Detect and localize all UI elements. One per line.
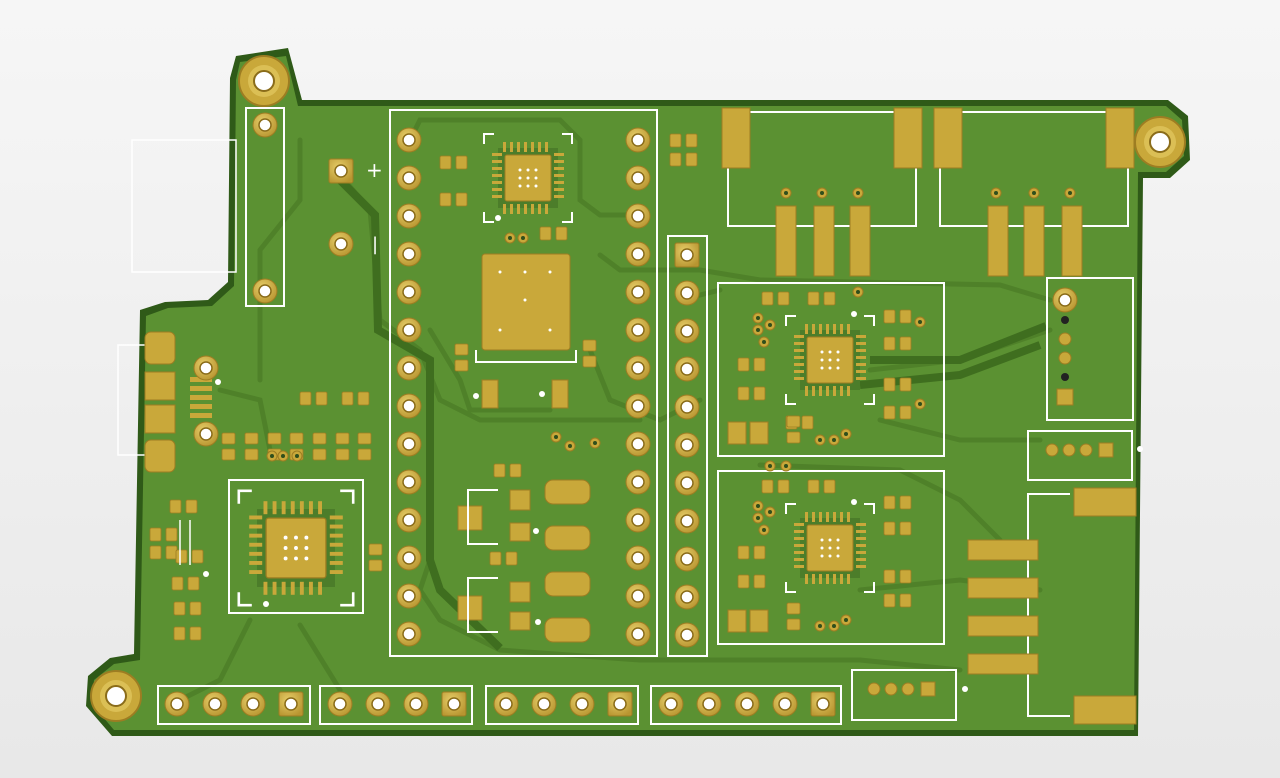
driver-block-2	[717, 460, 945, 645]
passive-components	[149, 391, 372, 641]
module-shield-pad	[475, 253, 577, 363]
side-connector	[967, 487, 1137, 725]
tactile-switch-1	[721, 107, 923, 277]
micro-usb-connector	[117, 331, 221, 473]
main-mcu	[228, 479, 383, 614]
bottom-header-3	[485, 685, 639, 725]
mcu-module	[389, 109, 658, 657]
pin-header-vertical	[667, 235, 708, 657]
plus-label: +	[366, 158, 383, 182]
jst-connector-4pin-bottom	[851, 669, 968, 721]
bottom-header-4	[650, 685, 842, 725]
power-terminal: + |	[328, 158, 383, 257]
mounting-hole-bottom-left	[90, 670, 142, 722]
module-diodes	[544, 479, 591, 643]
bottom-header-2	[319, 685, 473, 725]
driver-block-1	[717, 282, 945, 457]
minus-label: |	[372, 234, 378, 255]
mounting-hole-top-left	[238, 55, 290, 107]
bottom-header-1	[157, 685, 311, 725]
tactile-switch-2	[933, 107, 1135, 277]
jst-connector-4pin-right	[1027, 430, 1143, 481]
usb-connector	[131, 107, 285, 307]
mounting-hole-top-right	[1134, 116, 1186, 168]
jst-connector-vertical	[1046, 277, 1134, 421]
